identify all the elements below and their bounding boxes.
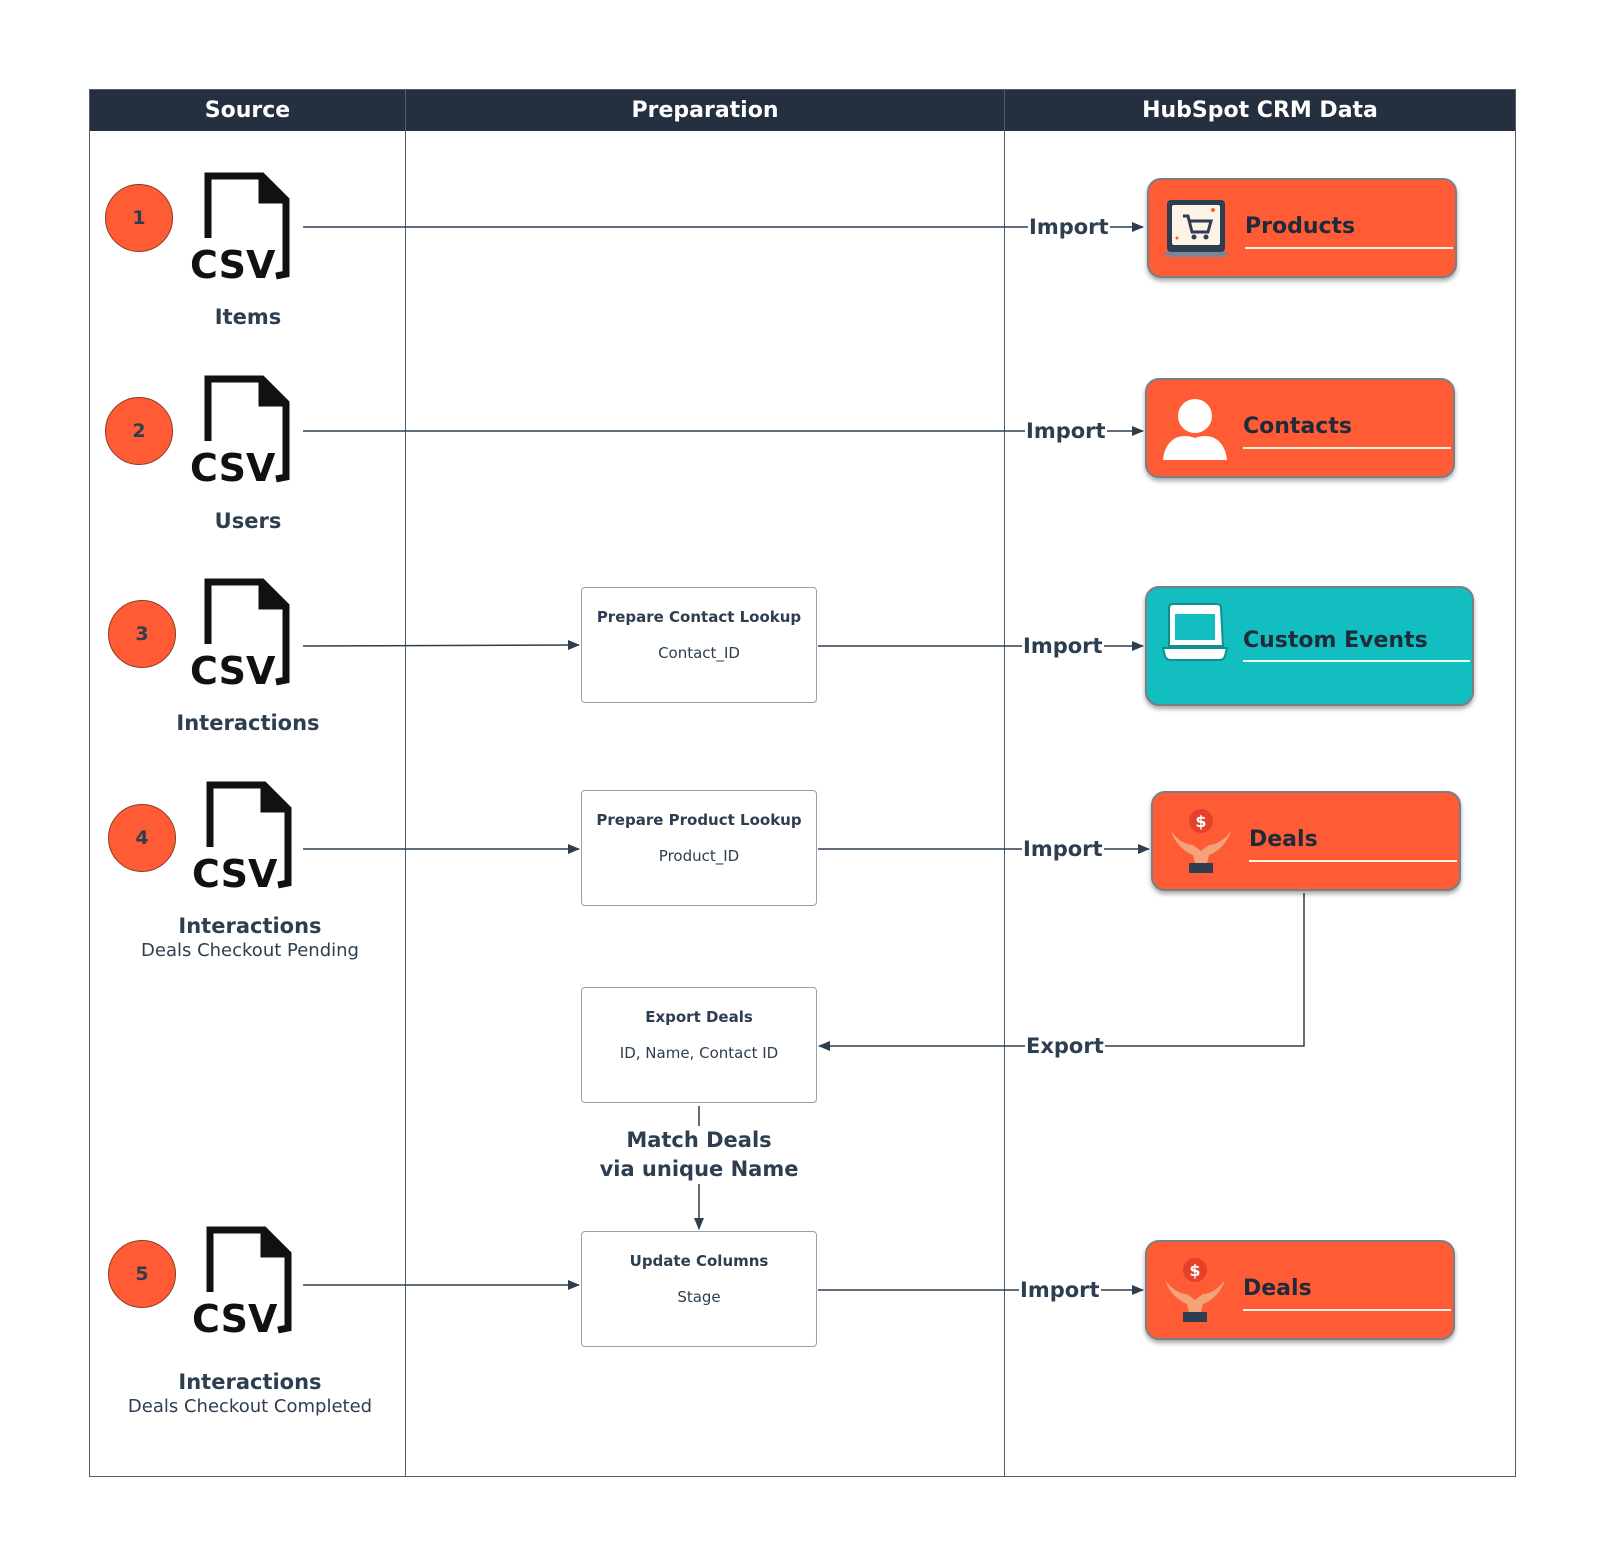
source-label-users: Users [98,509,398,533]
user-icon [1163,399,1227,460]
csv-text: CSV [190,243,276,282]
svg-text:$: $ [1189,1261,1200,1280]
crm-object-products: Products [1147,178,1457,278]
source-label-interactions: Interactions [98,711,398,735]
lane-header-crm: HubSpot CRM Data [1005,90,1515,131]
source-subtitle: Deals Checkout Pending [141,940,359,961]
csv-text: CSV [190,649,276,688]
source-label-interactions-completed: Interactions Deals Checkout Completed [100,1370,400,1417]
crm-object-label: Contacts [1243,414,1352,439]
source-label-interactions-pending: Interactions Deals Checkout Pending [100,914,400,961]
step-badge-2: 2 [105,397,173,465]
match-line-1: Match Deals [626,1128,772,1152]
prep-export-deals: Export Deals ID, Name, Contact ID [581,987,817,1103]
edge-label-import: Import [1028,215,1110,239]
crm-object-contacts: Contacts [1145,378,1455,478]
crm-object-label: Deals [1249,827,1318,852]
prep-product-lookup: Prepare Product Lookup Product_ID [581,790,817,906]
match-deals-label: Match Deals via unique Name [569,1126,829,1184]
edge-label-import: Import [1022,634,1104,658]
prep-field: Contact_ID [658,644,740,662]
edge-label-import: Import [1019,1278,1101,1302]
prep-title: Update Columns [629,1252,769,1270]
crm-underline [1243,1309,1451,1311]
svg-text:$: $ [1195,812,1206,831]
crm-object-label: Custom Events [1243,628,1428,653]
csv-file-icon: CSV [190,375,290,485]
prep-field: ID, Name, Contact ID [619,1044,779,1062]
prep-field: Product_ID [658,847,740,865]
crm-object-deals: $ Deals [1151,791,1461,891]
csv-file-icon: CSV [190,172,290,282]
crm-object-label: Deals [1243,1276,1312,1301]
crm-object-deals: $ Deals [1145,1240,1455,1340]
crm-object-label: Products [1245,214,1356,239]
crm-object-custom-events: Custom Events [1145,586,1474,706]
crm-underline [1243,447,1451,449]
match-line-2: via unique Name [599,1157,799,1181]
deal-hands-icon: $ [1165,1258,1225,1322]
edge-label-export: Export [1025,1034,1105,1058]
source-title: Users [214,509,282,533]
shopping-cart-icon [1165,200,1227,257]
prep-update-columns: Update Columns Stage [581,1231,817,1347]
prep-field: Stage [677,1288,721,1306]
source-title: Interactions [176,711,320,735]
csv-file-icon: CSV [190,578,290,688]
step-badge-3: 3 [108,600,176,668]
csv-text: CSV [190,446,276,485]
source-label-items: Items [98,305,398,329]
source-title: Items [214,305,282,329]
crm-underline [1245,247,1453,249]
step-badge-5: 5 [108,1240,176,1308]
crm-underline [1249,860,1457,862]
edge-label-import: Import [1022,837,1104,861]
csv-file-icon: CSV [192,781,292,891]
laptop-icon [1161,603,1229,661]
crm-underline [1243,660,1470,662]
prep-contact-lookup: Prepare Contact Lookup Contact_ID [581,587,817,703]
step-badge-1: 1 [105,184,173,252]
prep-title: Prepare Product Lookup [596,811,802,829]
csv-text: CSV [192,852,278,891]
csv-file-icon: CSV [192,1226,292,1336]
csv-text: CSV [192,1297,278,1336]
edge-label-import: Import [1025,419,1107,443]
prep-title: Prepare Contact Lookup [596,608,802,626]
source-title: Interactions [178,914,322,938]
step-badge-4: 4 [108,804,176,872]
source-subtitle: Deals Checkout Completed [127,1396,373,1417]
deal-hands-icon: $ [1171,809,1231,873]
source-title: Interactions [178,1370,322,1394]
lane-header-preparation: Preparation [406,90,1004,131]
lane-header-source: Source [90,90,405,131]
prep-title: Export Deals [645,1008,753,1026]
